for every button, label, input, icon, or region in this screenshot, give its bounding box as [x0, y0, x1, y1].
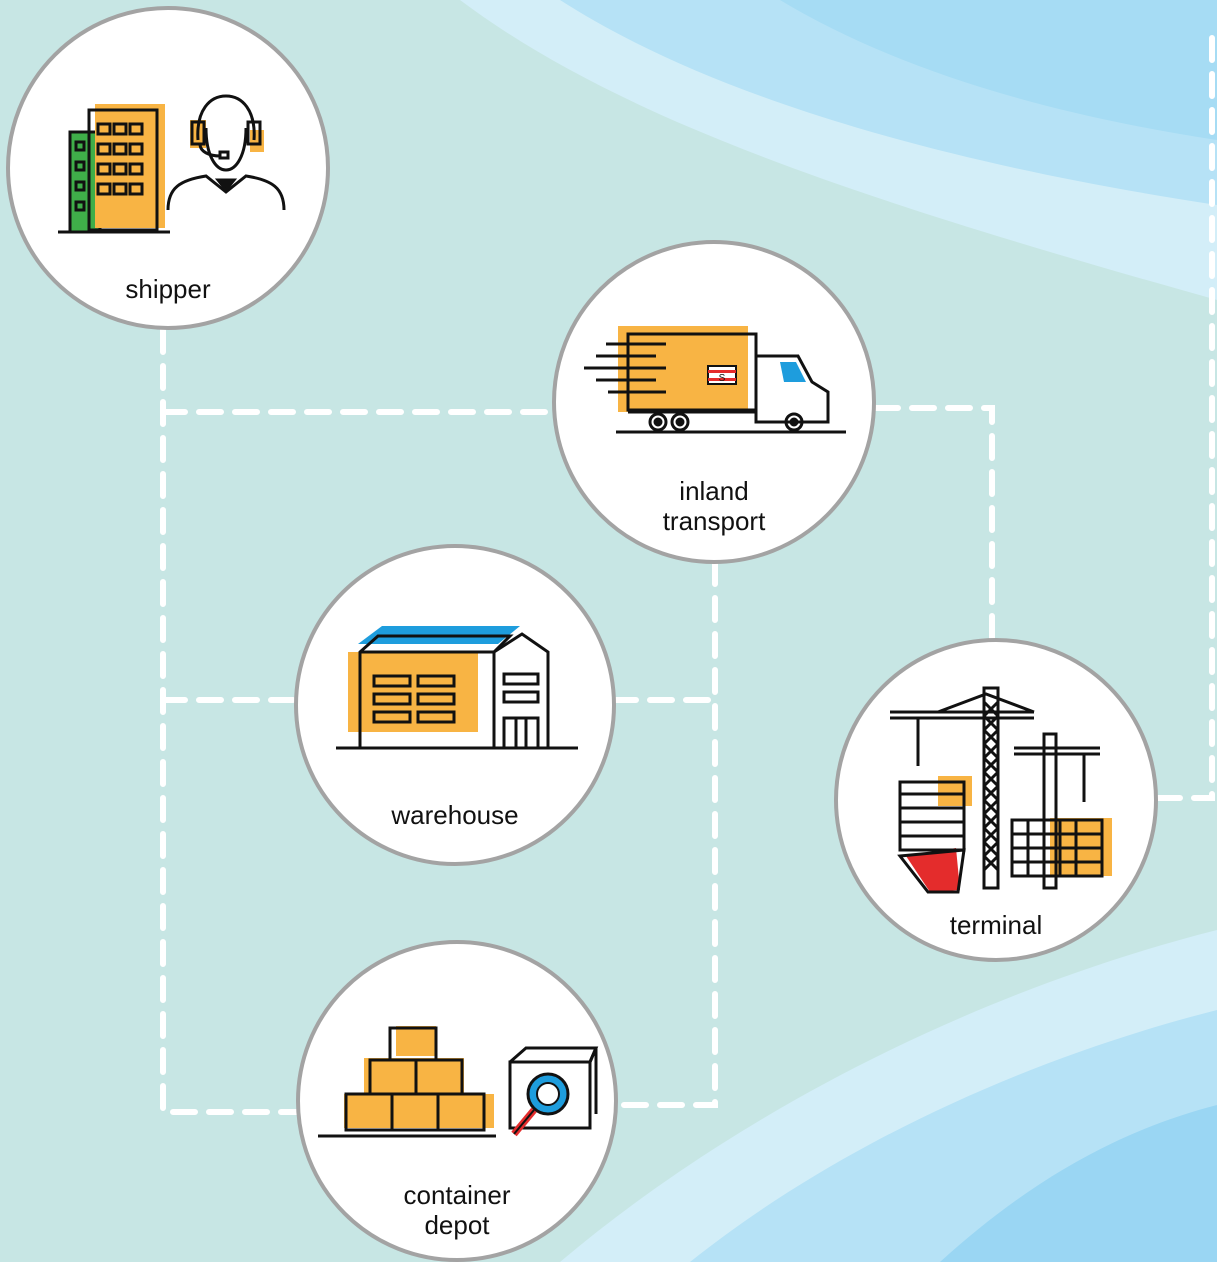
node-label: inland transport — [662, 476, 766, 536]
delivery-truck-icon: S — [584, 326, 846, 434]
warehouse-building-icon — [336, 626, 578, 750]
wave-dark — [780, 0, 1217, 140]
svg-text:S: S — [719, 373, 726, 384]
dashed-connectors — [160, 27, 1215, 1115]
node-shipper[interactable]: shipper — [6, 6, 330, 330]
node-warehouse[interactable]: warehouse — [294, 544, 616, 866]
node-label: warehouse — [391, 800, 519, 830]
connector-transport-to-depot — [611, 559, 718, 1108]
node-terminal[interactable]: terminal — [834, 638, 1158, 962]
node-label: terminal — [949, 910, 1043, 940]
connector-shipper-trunk — [160, 327, 303, 1115]
stacked-boxes-and-inspection-icon — [318, 1026, 599, 1138]
wave-bottom-dark — [940, 1105, 1217, 1262]
port-cranes-and-ship-icon — [890, 686, 1112, 894]
connector-terminal-exit — [1155, 27, 1215, 801]
node-label: container depot — [403, 1180, 511, 1240]
node-inland-transport[interactable]: S inland transport — [552, 240, 876, 564]
connector-transport-to-terminal — [873, 405, 995, 643]
office-building-and-headset-agent-icon — [58, 94, 286, 234]
node-label: shipper — [125, 274, 211, 304]
node-container-depot[interactable]: container depot — [296, 940, 618, 1262]
